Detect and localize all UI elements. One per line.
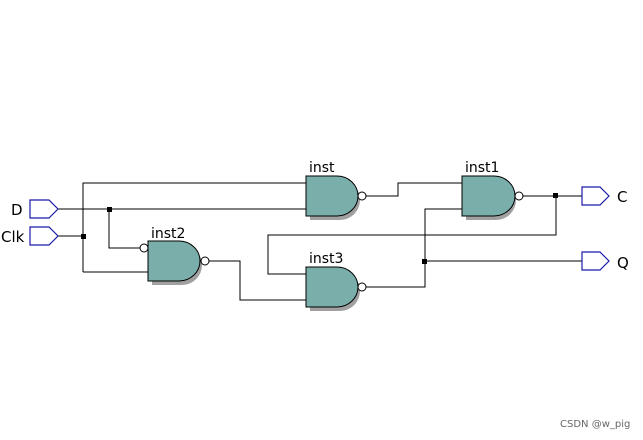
output-label-q: Q <box>617 254 629 272</box>
inversion-bubble <box>200 256 210 266</box>
wire-inst-to-inst1[interactable] <box>366 182 462 197</box>
output-port-c[interactable]: C <box>581 186 627 206</box>
junction-d <box>107 207 112 212</box>
wires <box>58 182 582 301</box>
nand-gate-body <box>461 175 516 217</box>
inversion-bubble <box>357 282 367 292</box>
output-port-q[interactable]: Q <box>581 251 629 272</box>
wire-q-output[interactable] <box>366 260 582 288</box>
nand-gate-body <box>147 240 201 282</box>
inst-label-inst1: inst1 <box>465 160 499 176</box>
nand-gate-inst3[interactable]: inst3 <box>305 251 367 311</box>
junction-q <box>422 259 427 264</box>
nand-gate-body <box>305 175 359 217</box>
nand-gate-inst[interactable]: inst <box>305 160 367 220</box>
input-label-clk: Clk <box>1 228 25 246</box>
watermark: CSDN @w_pig <box>560 419 630 430</box>
input-port-d[interactable]: D <box>11 199 59 219</box>
inst-label-inst2: inst2 <box>151 226 185 242</box>
wire-clk-to-inst[interactable] <box>82 182 306 272</box>
inversion-bubble <box>514 191 524 201</box>
inst-label-inst3: inst3 <box>309 251 343 267</box>
wire-inst2-to-inst3[interactable] <box>209 260 306 301</box>
inst-label-inst: inst <box>309 160 335 176</box>
output-pin-q-symbol <box>581 251 610 271</box>
input-pin-d-symbol <box>29 199 59 219</box>
wire-c-feedback[interactable] <box>267 196 557 275</box>
junction-clk <box>81 234 86 239</box>
nand-gate-inst2[interactable]: inst2 <box>139 226 210 285</box>
nand-gate-inst1[interactable]: inst1 <box>461 160 524 220</box>
output-pin-c-symbol <box>581 186 610 206</box>
inversion-bubble <box>357 191 367 201</box>
junctions <box>81 193 558 264</box>
input-port-clk[interactable]: Clk <box>1 226 59 246</box>
output-label-c: C <box>617 188 627 206</box>
junction-c <box>553 193 558 198</box>
nand-gate-body <box>305 266 359 308</box>
input-label-d: D <box>11 201 23 219</box>
wire-d-to-inst2[interactable] <box>108 209 144 249</box>
input-inversion-bubble <box>139 243 149 253</box>
wire-q-feedback[interactable] <box>424 208 462 261</box>
input-pin-clk-symbol <box>29 226 59 246</box>
